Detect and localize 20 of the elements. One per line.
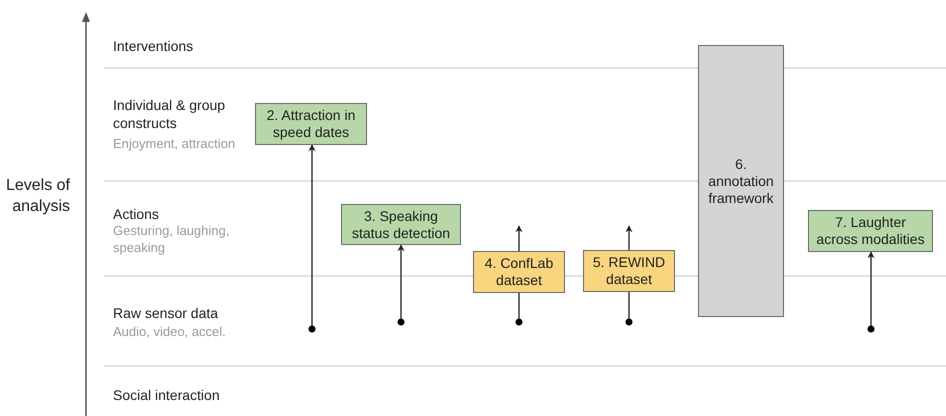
arrow — [868, 251, 874, 332]
row-heading: Interventions — [113, 37, 194, 56]
row-heading: Raw sensor data — [113, 304, 220, 323]
arrow — [398, 244, 404, 326]
arrow — [308, 144, 316, 332]
process-box: 7. Laughter across modalities — [808, 210, 933, 252]
row-heading: Social interaction — [113, 386, 221, 405]
arrow — [516, 225, 522, 251]
process-box: 6. annotation framework — [698, 45, 784, 317]
row-examples: Gesturing, laughing, speaking — [113, 222, 230, 256]
row-examples: Audio, video, accel. — [113, 323, 227, 341]
arrow — [626, 225, 632, 250]
row-examples: Enjoyment, attraction — [113, 135, 236, 153]
process-box: 2. Attraction in speed dates — [255, 103, 367, 145]
row-heading: Actions — [113, 205, 160, 224]
process-box: 5. REWIND dataset — [583, 250, 675, 292]
process-box: 4. ConfLab dataset — [473, 251, 565, 293]
axis-title: Levels of analysis — [4, 176, 70, 217]
row-heading: Individual & group constructs — [113, 96, 226, 132]
process-box: 3. Speaking status detection — [341, 204, 461, 245]
